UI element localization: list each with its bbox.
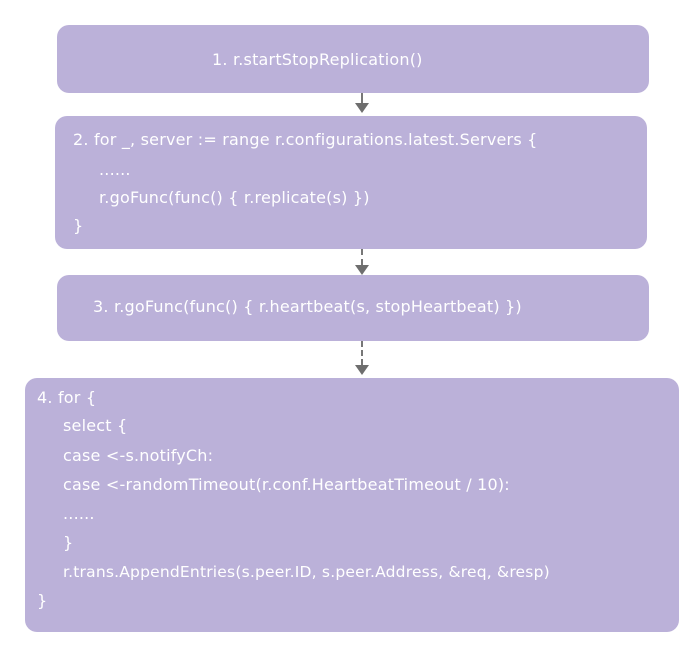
arrow-1-2-shaft bbox=[361, 93, 363, 103]
step-1-line-1: 1. r.startStopReplication() bbox=[212, 50, 423, 69]
arrow-3-4-head bbox=[355, 365, 369, 375]
arrow-2-3-shaft bbox=[361, 249, 363, 265]
step-3-line-1: 3. r.goFunc(func() { r.heartbeat(s, stop… bbox=[93, 297, 522, 316]
step-4-line-8: } bbox=[37, 591, 48, 610]
step-2-line-3: r.goFunc(func() { r.replicate(s) }) bbox=[99, 188, 370, 207]
step-2-line-1: 2. for _, server := range r.configuratio… bbox=[73, 130, 538, 149]
step-3-box: 3. r.goFunc(func() { r.heartbeat(s, stop… bbox=[57, 275, 649, 341]
step-2-line-2: ...... bbox=[99, 160, 131, 179]
step-4-box: 4. for { select { case <-s.notifyCh: cas… bbox=[25, 378, 679, 632]
step-2-box: 2. for _, server := range r.configuratio… bbox=[55, 116, 647, 249]
step-2-line-4: } bbox=[73, 216, 84, 235]
arrow-3-4-shaft bbox=[361, 341, 363, 365]
step-4-line-4: case <-randomTimeout(r.conf.HeartbeatTim… bbox=[63, 475, 510, 494]
step-4-line-1: 4. for { bbox=[37, 388, 97, 407]
step-4-line-5: ...... bbox=[63, 504, 95, 523]
step-1-box: 1. r.startStopReplication() bbox=[57, 25, 649, 93]
arrow-1-2-head bbox=[355, 103, 369, 113]
arrow-2-3-head bbox=[355, 265, 369, 275]
step-4-line-7: r.trans.AppendEntries(s.peer.ID, s.peer.… bbox=[63, 563, 550, 581]
step-4-line-2: select { bbox=[63, 416, 128, 435]
step-4-line-6: } bbox=[63, 533, 74, 552]
step-4-line-3: case <-s.notifyCh: bbox=[63, 446, 214, 465]
